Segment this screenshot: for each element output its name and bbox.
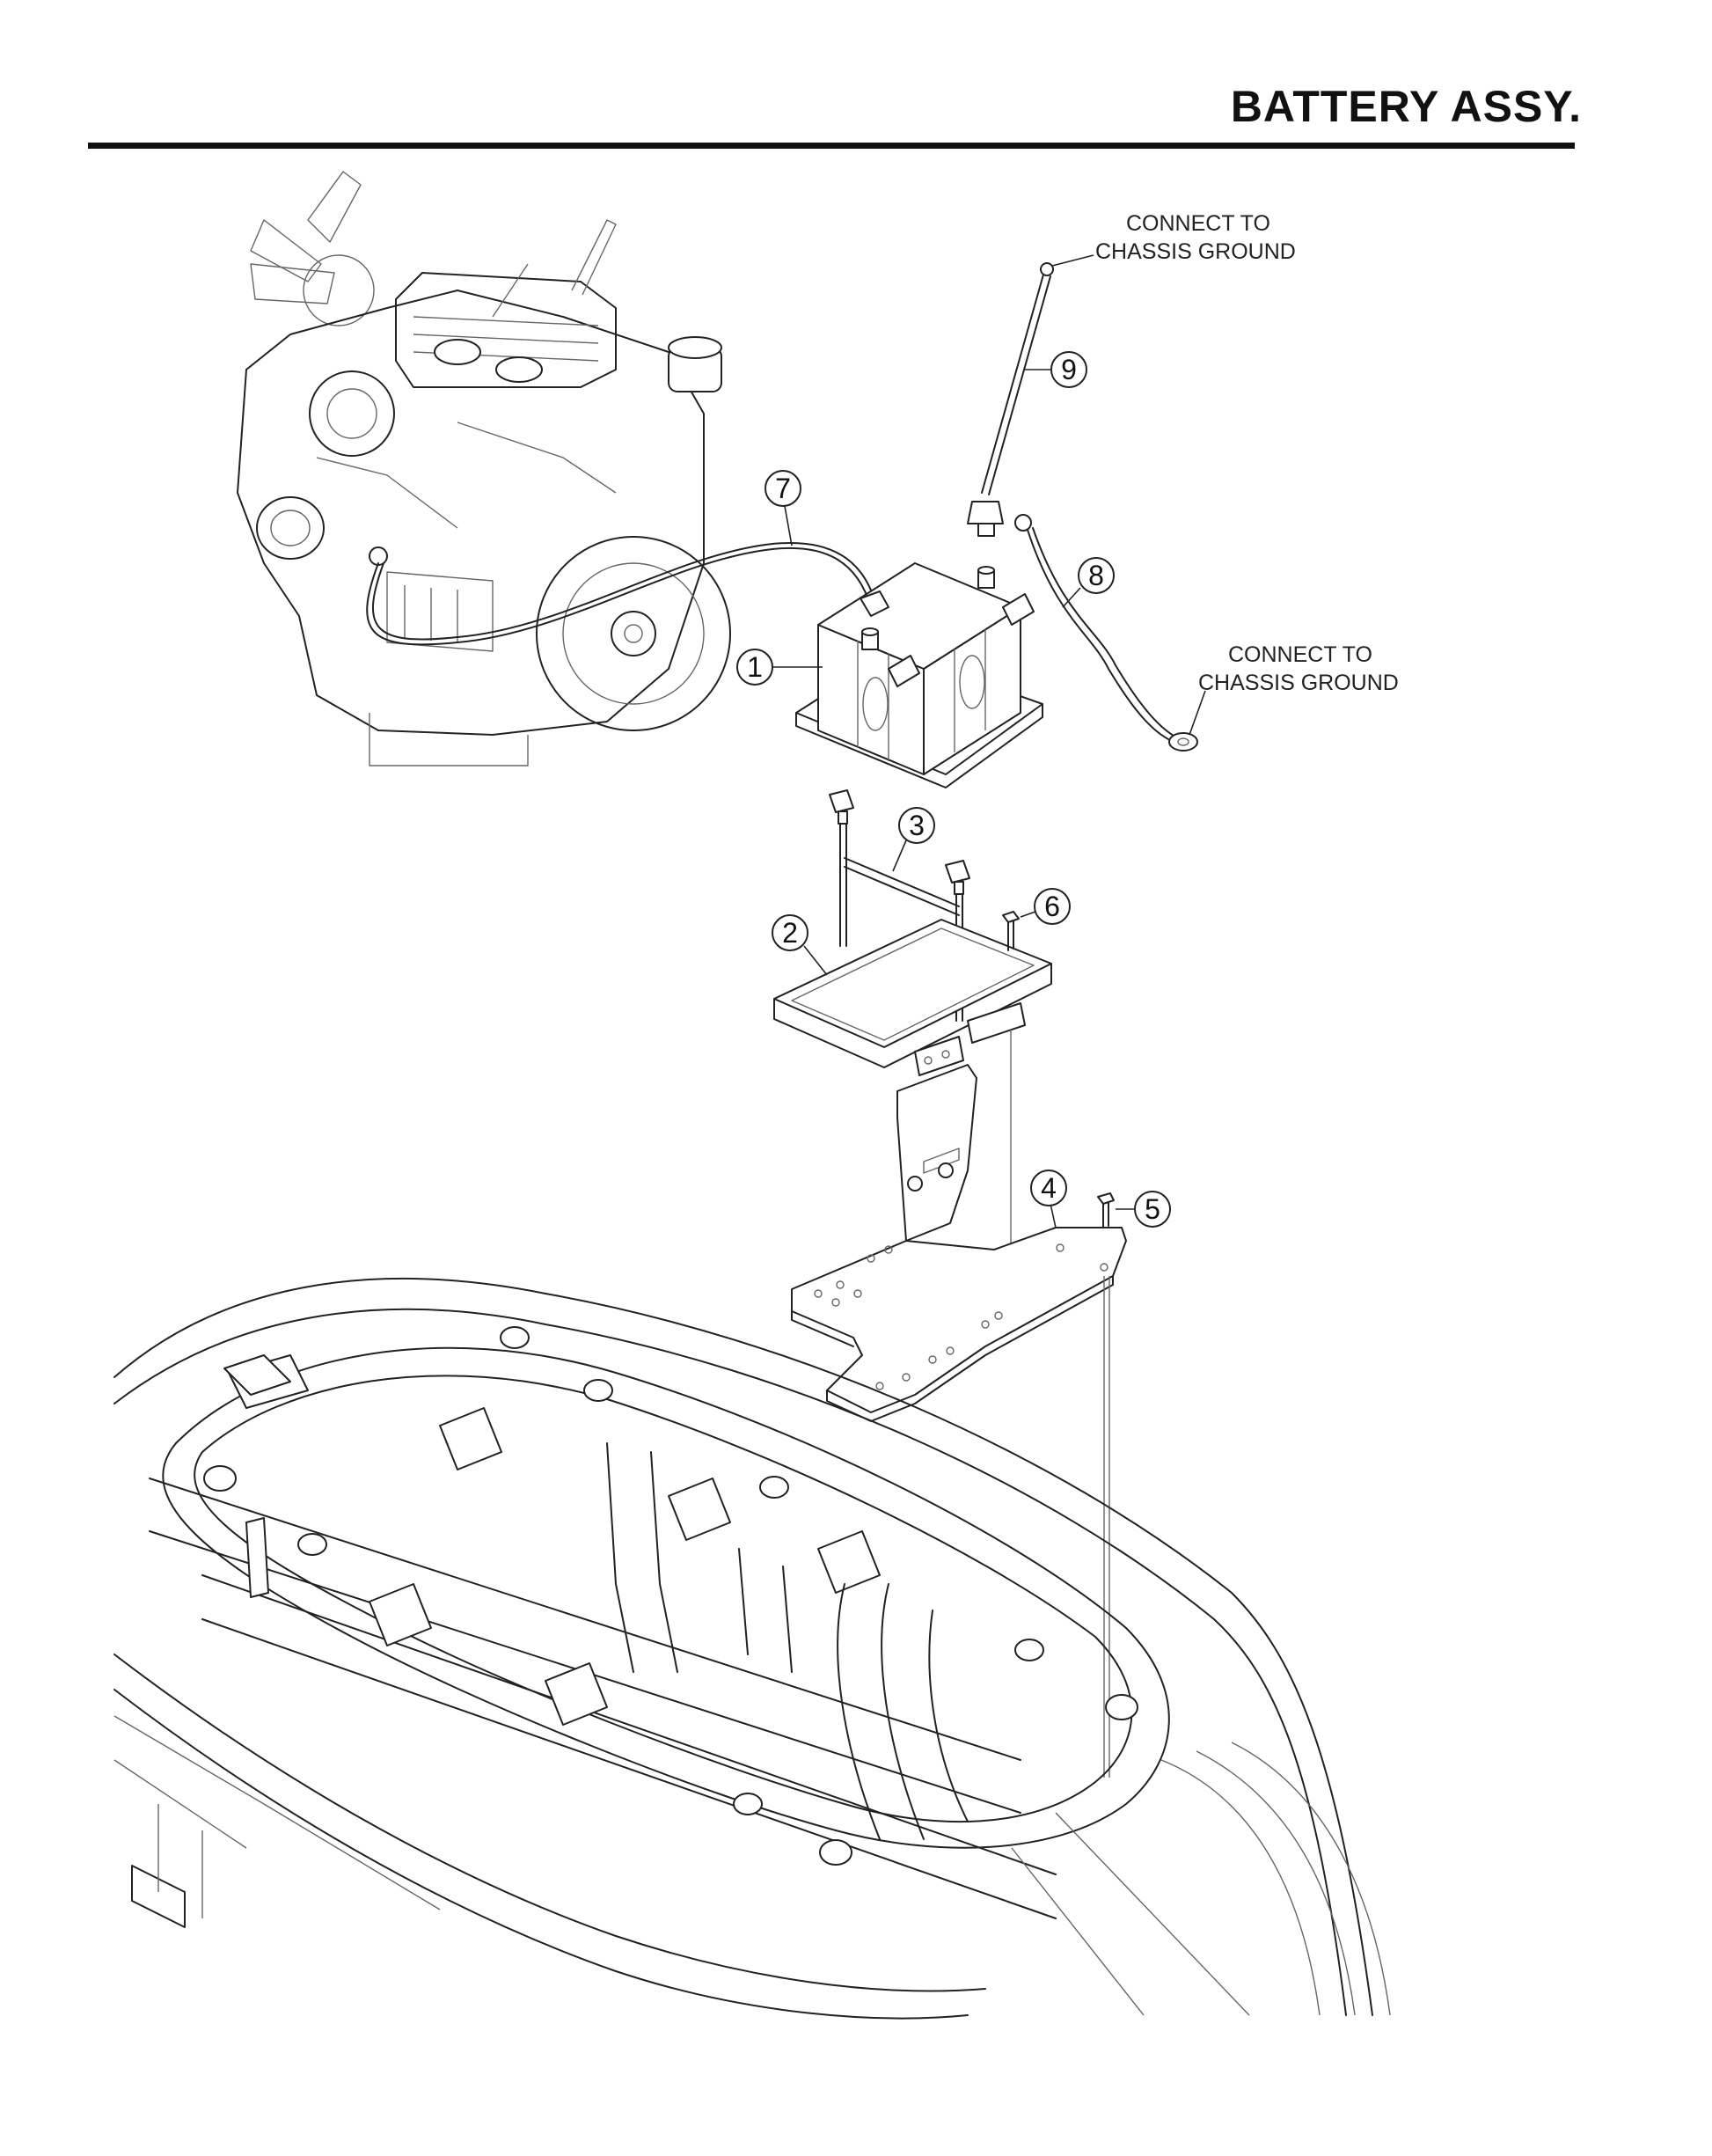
callout-2: 2: [772, 914, 808, 951]
callout-8: 8: [1078, 557, 1115, 594]
svg-text:8: 8: [1088, 560, 1104, 591]
ground-strap: [967, 262, 1054, 537]
svg-text:CONNECT TO: CONNECT TO: [1126, 211, 1270, 236]
svg-text:CHASSIS GROUND: CHASSIS GROUND: [1198, 671, 1399, 695]
bolt-5: [1097, 1192, 1115, 1778]
callout-7: 7: [765, 470, 801, 507]
positive-cable: [366, 541, 877, 646]
svg-text:2: 2: [782, 917, 798, 949]
title-rule: [88, 143, 1575, 149]
svg-text:3: 3: [909, 810, 925, 841]
svg-text:7: 7: [775, 473, 791, 504]
callout-9: 9: [1050, 351, 1087, 388]
callout-6: 6: [1034, 888, 1071, 925]
svg-text:CHASSIS GROUND: CHASSIS GROUND: [1095, 239, 1296, 264]
callout-1: 1: [736, 649, 773, 686]
note-chassis-ground-right: CONNECT TO CHASSIS GROUND: [1198, 642, 1399, 695]
callout-5: 5: [1134, 1191, 1171, 1228]
callout-3: 3: [898, 807, 935, 844]
battery-tray: [773, 919, 1052, 1076]
note-chassis-ground-top: CONNECT TO CHASSIS GROUND: [1095, 211, 1296, 264]
mounting-plate: [791, 1064, 1127, 1422]
svg-text:9: 9: [1061, 354, 1077, 385]
engine-illustration: [237, 171, 731, 766]
chassis-frame: [113, 1277, 1391, 2020]
svg-text:CONNECT TO: CONNECT TO: [1228, 642, 1372, 667]
svg-text:1: 1: [747, 651, 763, 683]
svg-text:6: 6: [1044, 891, 1060, 922]
battery: [795, 562, 1043, 788]
svg-text:5: 5: [1145, 1193, 1160, 1225]
callout-4: 4: [1030, 1170, 1067, 1206]
page-title: BATTERY ASSY.: [1230, 82, 1582, 131]
svg-text:4: 4: [1041, 1172, 1057, 1204]
ground-cable: [1014, 514, 1198, 752]
